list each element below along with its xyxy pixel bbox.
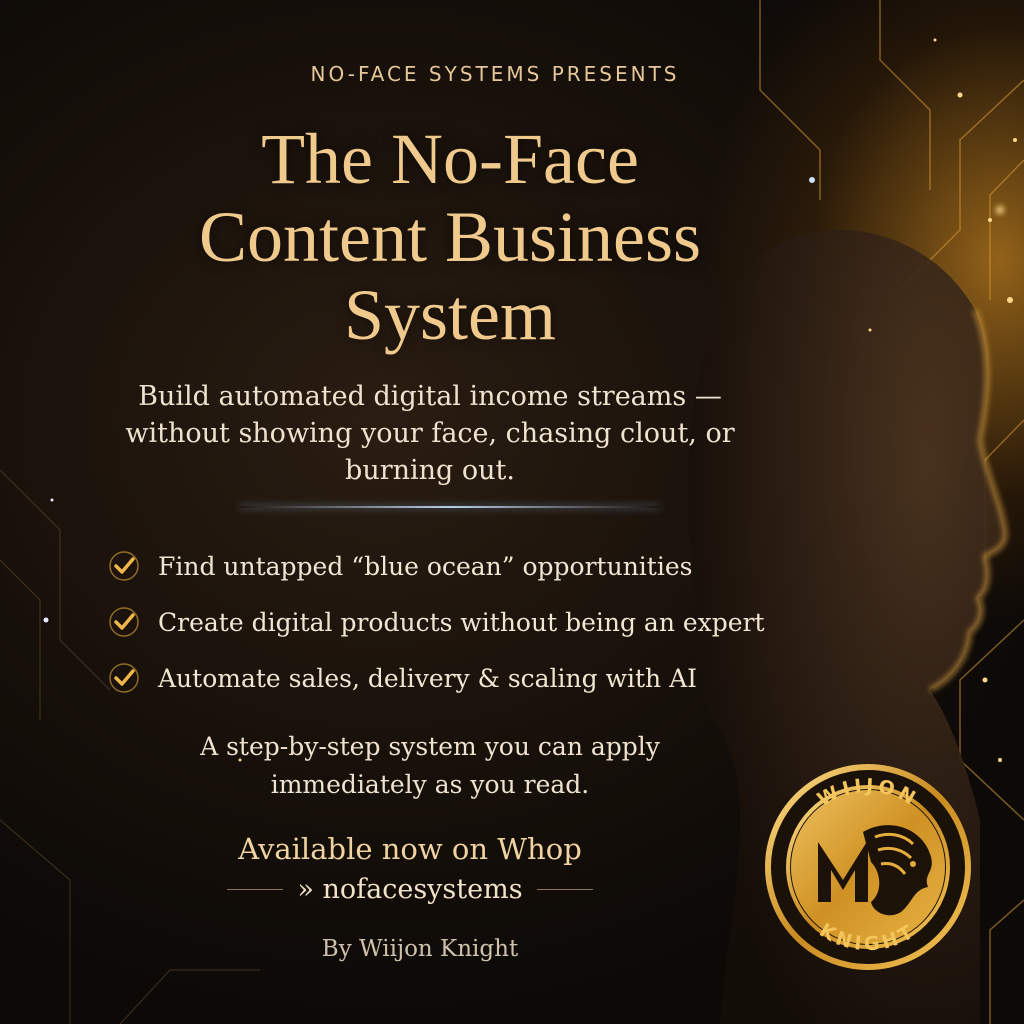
divider-line — [240, 506, 660, 508]
author-byline: By Wiijon Knight — [321, 936, 519, 962]
page-title: The No-Face Content Business System — [100, 120, 800, 354]
subtitle: Build automated digital income streams —… — [80, 378, 780, 489]
benefit-list: Find untapped “blue ocean” opportunities… — [108, 538, 828, 706]
handle-row: » nofacesystems — [210, 874, 610, 905]
list-item-text: Create digital products without being an… — [158, 607, 765, 637]
title-line-2: Content Business — [198, 197, 702, 277]
circuit-traces-left — [0, 469, 260, 1024]
availability-text: Available now on Whop — [238, 832, 582, 866]
subtitle-line-1: Build automated digital income streams — — [138, 381, 722, 412]
list-item: Find untapped “blue ocean” opportunities — [108, 538, 828, 594]
check-icon — [109, 663, 139, 693]
title-line-3: System — [343, 275, 557, 355]
eyebrow-label: NO-FACE SYSTEMS PRESENTS — [310, 62, 680, 86]
description-line-1: A step-by-step system you can apply — [200, 732, 660, 761]
list-item: Create digital products without being an… — [108, 594, 828, 650]
description-line-2: immediately as you read. — [270, 770, 590, 799]
check-icon — [109, 607, 139, 637]
description-text: A step-by-step system you can apply imme… — [110, 728, 750, 804]
title-line-1: The No-Face — [261, 119, 639, 199]
brand-logo: WIIJON KNIGHT — [765, 764, 971, 970]
check-icon — [109, 551, 139, 581]
subtitle-line-2: without showing your face, chasing clout… — [125, 418, 735, 449]
lion-head-icon — [818, 825, 932, 916]
list-item-text: Automate sales, delivery & scaling with … — [158, 663, 698, 693]
store-handle-link[interactable]: » nofacesystems — [297, 874, 523, 905]
rule-right — [536, 889, 593, 890]
sparkles — [43, 38, 1017, 762]
list-item-text: Find untapped “blue ocean” opportunities — [158, 551, 693, 581]
rule-left — [227, 889, 284, 890]
subtitle-line-3: burning out. — [345, 455, 515, 486]
list-item: Automate sales, delivery & scaling with … — [108, 650, 828, 706]
